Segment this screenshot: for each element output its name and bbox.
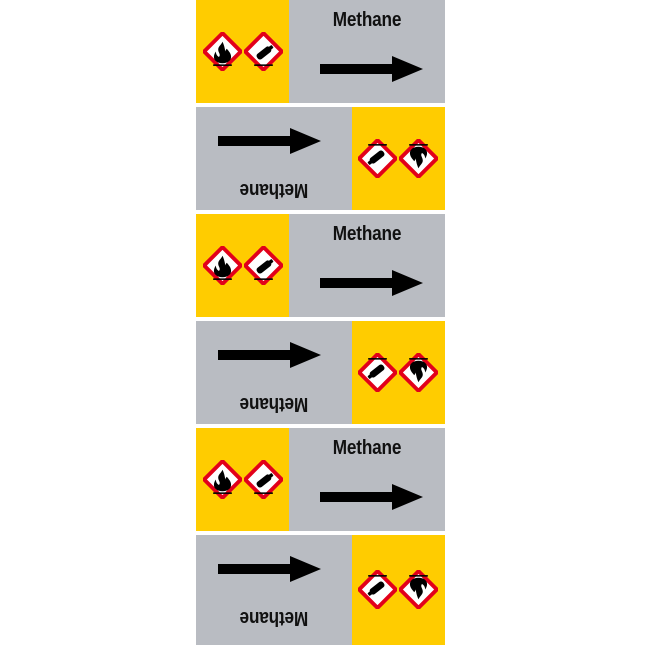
flow-direction-arrow-icon [320,270,423,296]
flow-direction-arrow-icon [218,342,321,368]
flammable-flame-pictogram [399,570,439,610]
hazard-pictogram-panel [352,535,445,645]
substance-content-panel: Methane [196,107,352,210]
hazard-pictogram-panel [352,321,445,424]
substance-content-panel: Methane [289,0,445,103]
gas-cylinder-pictogram [358,570,398,610]
flammable-flame-pictogram [202,460,242,499]
gas-cylinder-pictogram [243,246,283,285]
gas-cylinder-pictogram [243,32,283,71]
pipe-marker-label-row-5[interactable]: Methane [196,428,445,531]
substance-name-label: Methane [239,393,309,415]
pipe-marker-label-row-2[interactable]: Methane [196,107,445,210]
flammable-flame-pictogram [202,32,242,71]
label-content: Methane [196,107,445,210]
substance-content-panel: Methane [289,214,445,317]
substance-name-label: Methane [332,223,402,245]
label-content: Methane [196,214,445,317]
label-content: Methane [196,0,445,103]
gas-cylinder-pictogram [243,460,283,499]
flammable-flame-pictogram [202,246,242,285]
hazard-pictogram-panel [196,428,289,531]
pipe-marker-label-row-6[interactable]: Methane [196,535,445,645]
gas-cylinder-pictogram [358,139,398,178]
flow-direction-arrow-icon [218,556,321,582]
hazard-pictogram-panel [196,214,289,317]
pipe-marker-label-row-1[interactable]: Methane [196,0,445,103]
flow-direction-arrow-icon [218,128,321,154]
label-content: Methane [196,428,445,531]
pipe-marker-label-row-4[interactable]: Methane [196,321,445,424]
substance-name-label: Methane [332,9,402,31]
flammable-flame-pictogram [399,353,439,392]
substance-name-label: Methane [239,607,309,629]
flow-direction-arrow-icon [320,484,423,510]
substance-name-label: Methane [239,179,309,201]
label-content: Methane [196,535,445,645]
substance-name-label: Methane [332,437,402,459]
pipe-marker-label-row-3[interactable]: Methane [196,214,445,317]
gas-cylinder-pictogram [358,353,398,392]
hazard-pictogram-panel [196,0,289,103]
substance-content-panel: Methane [196,321,352,424]
hazard-pictogram-panel [352,107,445,210]
substance-content-panel: Methane [289,428,445,531]
substance-content-panel: Methane [196,535,352,645]
flow-direction-arrow-icon [320,56,423,82]
flammable-flame-pictogram [399,139,439,178]
label-content: Methane [196,321,445,424]
